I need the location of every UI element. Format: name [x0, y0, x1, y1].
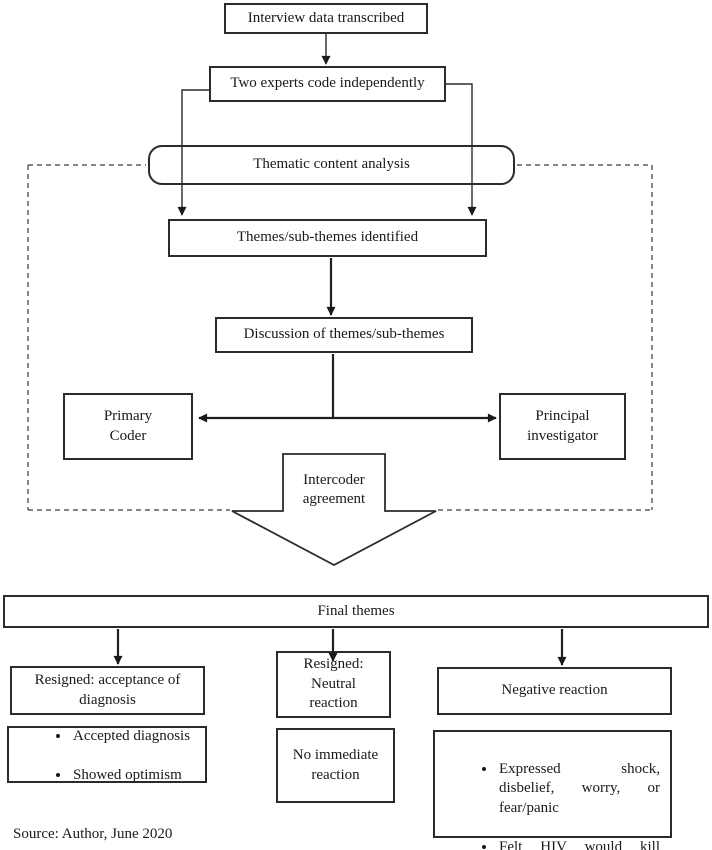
- intercoder-agreement-label: Intercoder agreement: [302, 471, 366, 508]
- bullet-item: Felt HIV would kill him/her: [497, 838, 660, 850]
- node-principal-investigator: Principal investigator: [499, 393, 626, 460]
- node-resigned-neutral: Resigned: Neutral reaction: [276, 651, 391, 718]
- bullet-list-negative: Expressed shock, disbelief, worry, or fe…: [435, 732, 670, 850]
- node-interview-data-transcribed: Interview data transcribed: [224, 3, 428, 34]
- node-thematic-content-analysis: Thematic content analysis: [148, 145, 515, 185]
- node-final-themes: Final themes: [3, 595, 709, 628]
- node-negative-reaction: Negative reaction: [437, 667, 672, 715]
- bullet-item: Expressed shock, disbelief, worry, or fe…: [497, 760, 660, 819]
- node-themes-identified: Themes/sub-themes identified: [168, 219, 487, 257]
- bullet-item: Accepted diagnosis: [71, 726, 190, 746]
- negative-reaction-bullet-box: Expressed shock, disbelief, worry, or fe…: [433, 730, 672, 850]
- node-discussion-of-themes: Discussion of themes/sub-themes: [215, 317, 473, 353]
- node-two-experts-code: Two experts code independently: [209, 66, 446, 102]
- bullet-item: Showed optimism: [71, 765, 190, 785]
- node-resigned-acceptance: Resigned: acceptance of diagnosis: [10, 666, 205, 715]
- accepted-diagnosis-bullet-box: Accepted diagnosis Showed optimism: [7, 726, 207, 783]
- source-note: Source: Author, June 2020: [13, 826, 173, 842]
- node-no-immediate-reaction: No immediate reaction: [276, 728, 395, 803]
- bullet-list-accepted: Accepted diagnosis Showed optimism: [9, 704, 194, 805]
- node-primary-coder: Primary Coder: [63, 393, 193, 460]
